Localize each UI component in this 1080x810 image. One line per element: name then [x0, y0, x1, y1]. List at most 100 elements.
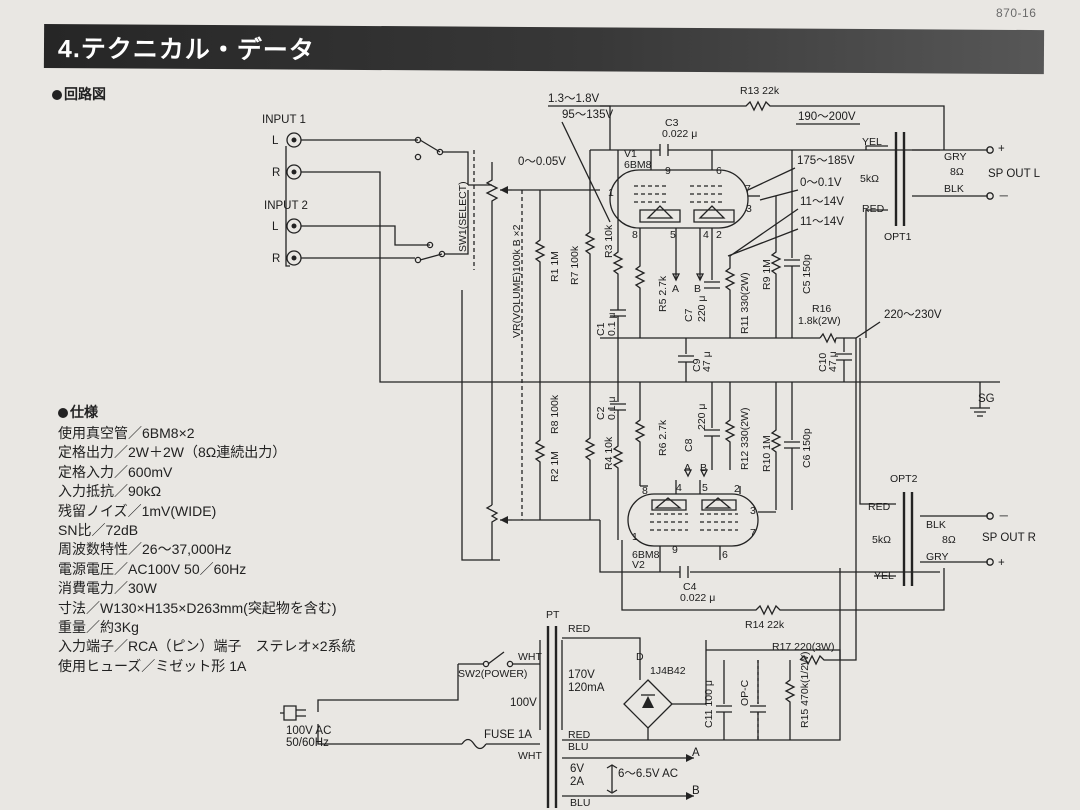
r6-label: R6 2.7k: [657, 419, 669, 456]
v1-pin9: 9: [665, 165, 671, 177]
diode-name: D: [636, 651, 644, 663]
r11-label: R11 330(2W): [739, 272, 751, 334]
r9-label: R9 1M: [761, 259, 773, 290]
power-transformer: [539, 568, 841, 808]
c3-label: C3: [665, 117, 679, 129]
heater-a-label: A: [692, 747, 700, 759]
v1-pin1: 1: [608, 187, 614, 199]
sw1-label: SW1(SELECT): [457, 181, 469, 252]
bullet-icon: [52, 90, 62, 100]
c10-label: C10: [817, 353, 829, 372]
r5-label: R5 2.7k: [657, 275, 669, 312]
c6-label: C6 150p: [801, 428, 813, 468]
c7-value: 220 μ: [696, 296, 708, 323]
v2-heater-a: A: [684, 462, 691, 474]
c1-label: C1: [595, 322, 607, 336]
opt2-gry: GRY: [926, 551, 949, 563]
spec-item: 入力抵抗／90kΩ: [58, 483, 162, 500]
opt1-yel: YEL: [862, 136, 882, 148]
spec-item: 使用ヒューズ／ミゼット形 1A: [58, 657, 247, 674]
voltage-label-6: 11～14V: [800, 216, 844, 228]
v1-pin2: 2: [716, 229, 722, 241]
voltage-label-7: 220～230V: [884, 309, 942, 321]
v2-pin2: 2: [734, 483, 740, 495]
input2-r-label: R: [272, 253, 280, 265]
opt1-8ohm: 8Ω: [950, 166, 964, 178]
sw1-select-switch: [414, 136, 475, 270]
v2-heater-b: B: [700, 462, 707, 474]
v2-pin6: 6: [722, 549, 728, 561]
c2-value: 0.1 μ: [606, 396, 618, 420]
vr-label: VR(VOLUME)100k B ×2: [511, 224, 523, 338]
voltage-label-1: 1.3～1.8V: [548, 93, 599, 105]
grid-voltage-label: 0～0.05V: [518, 156, 566, 168]
opt1-label: OPT1: [884, 231, 912, 243]
heater-voltage-label: 6～6.5V AC: [618, 768, 678, 780]
v1-pin3: 3: [746, 203, 752, 215]
voltage-label-4: 0～0.1V: [800, 177, 842, 189]
r14-label: R14 22k: [745, 619, 785, 631]
r16-label: R16: [812, 303, 831, 315]
pt-170v: 170V: [568, 669, 595, 681]
v1-pin6: 6: [716, 165, 722, 177]
c4-value: 0.022 μ: [680, 592, 715, 604]
v2-tube: [627, 480, 776, 572]
v1-pin5: 5: [670, 229, 676, 241]
v1-pin4: 4: [703, 229, 709, 241]
primary-circuit: [280, 651, 540, 750]
c9-label: C9: [691, 358, 703, 372]
r3-label: R3 10k: [603, 224, 615, 258]
c2-label: C2: [595, 406, 607, 420]
v2-pin4: 4: [676, 482, 682, 494]
opt2-yel: YEL: [874, 570, 894, 582]
opt1-5k: 5kΩ: [860, 173, 879, 185]
sp-out-l-label: SP OUT L: [988, 168, 1041, 180]
voltage-label-5: 11～14V: [800, 196, 844, 208]
diode-type: 1J4B42: [650, 665, 686, 677]
input2-l-label: L: [272, 221, 279, 233]
r16-value: 1.8k(2W): [798, 315, 841, 327]
v2-pin1: 1: [632, 531, 638, 543]
circuit-heading: 回路図: [52, 84, 106, 104]
spec-item: 残留ノイズ／1mV(WIDE): [58, 502, 217, 519]
v2-pin7: 7: [750, 527, 756, 539]
spec-list: 使用真空管／6BM8×2 定格出力／2W＋2W（8Ω連続出力） 定格入力／600…: [58, 424, 356, 676]
pt-red-label-2: RED: [568, 729, 591, 741]
opt1-gry: GRY: [944, 151, 967, 163]
pt-blu-label-2: BLU: [570, 797, 590, 809]
r13-label: R13 22k: [740, 85, 780, 97]
spec-item: 定格入力／600mV: [58, 463, 173, 480]
ac-input-label: 100V AC: [286, 725, 331, 737]
r17-label: R17 220(3W): [772, 641, 834, 653]
spec-item: 寸法／W130×H135×D263mm(突起物を含む): [58, 599, 337, 616]
opt2-blk: BLK: [926, 519, 946, 531]
opt2-8ohm: 8Ω: [942, 534, 956, 546]
opt1-blk: BLK: [944, 183, 964, 195]
pt-blu-label: BLU: [568, 741, 588, 753]
v2-pin9: 9: [672, 544, 678, 556]
opt2-transformer: [859, 338, 994, 586]
sp-out-r-label: SP OUT R: [982, 532, 1036, 544]
pt-2a: 2A: [570, 776, 584, 788]
r12-label: R12 330(2W): [739, 408, 751, 470]
spec-item: 定格出力／2W＋2W（8Ω連続出力）: [58, 444, 287, 461]
opt2-5k: 5kΩ: [872, 534, 891, 546]
c4-label: C4: [683, 581, 697, 593]
fuse-label: FUSE 1A: [484, 729, 532, 741]
v2-name: V2: [632, 559, 645, 571]
v1-pin7: 7: [745, 183, 751, 195]
v1-pin8: 8: [632, 229, 638, 241]
r7-label: R7 100k: [569, 245, 581, 285]
r1-label: R1 1M: [549, 251, 561, 282]
filter-network: [716, 338, 857, 740]
vr-volume: [461, 162, 523, 561]
v2-pin8: 8: [642, 485, 648, 497]
r4-label: R4 10k: [603, 436, 615, 470]
v1-tube: [609, 150, 760, 280]
v2-pin3: 3: [750, 505, 756, 517]
c1-value: 0.1 μ: [606, 312, 618, 336]
pt-120ma: 120mA: [568, 682, 605, 694]
sp-out-r-minus: －: [998, 511, 1010, 523]
voltage-label-2: 95～135V: [562, 109, 613, 121]
v1-heater-b: B: [694, 283, 701, 295]
